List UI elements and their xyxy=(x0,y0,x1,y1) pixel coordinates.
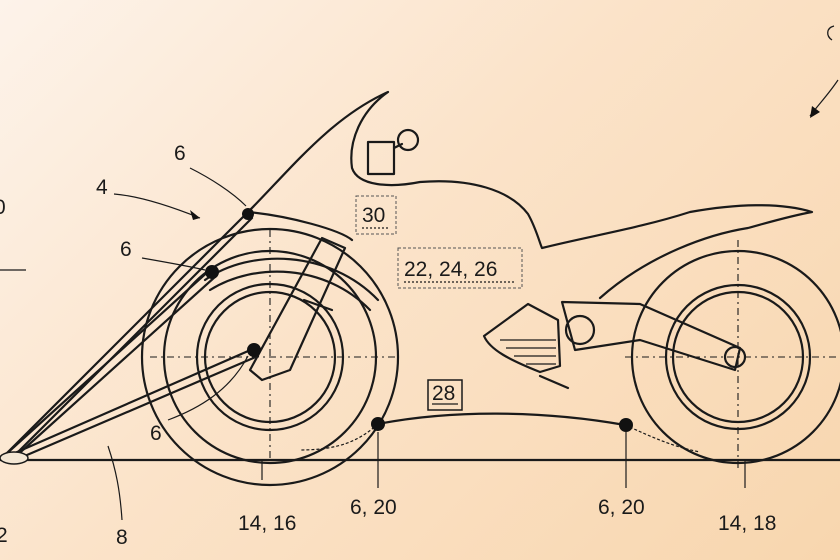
sensor-marker-ground-front xyxy=(371,417,385,431)
front-fender xyxy=(203,257,380,302)
label-frame: 4 xyxy=(96,176,108,199)
partial-arc-top-right xyxy=(827,25,835,41)
front-fork xyxy=(248,236,347,382)
label-left-partial-top: 0 xyxy=(0,196,6,219)
label-rear-wheel: 14, 18 xyxy=(718,512,776,535)
box-28-label: 28 xyxy=(432,382,455,405)
front-wheel xyxy=(140,227,400,487)
label-front-wheel: 14, 16 xyxy=(238,512,296,535)
fairing-outline xyxy=(246,90,814,300)
sensor-marker-upper xyxy=(242,208,254,220)
sensor-marker-ground-rear xyxy=(619,418,633,432)
leader-lines xyxy=(107,79,839,521)
sensor-marker-hub xyxy=(247,343,261,357)
label-sensor-mid: 6 xyxy=(120,238,132,261)
sensor-marker-mid xyxy=(205,265,219,279)
label-ground: 8 xyxy=(116,526,128,549)
box-22-frame xyxy=(397,247,523,289)
ground-cable xyxy=(376,412,627,427)
box-30-label: 30 xyxy=(362,204,385,227)
swingarm xyxy=(482,300,742,390)
label-left-partial-bottom: 2 xyxy=(0,524,8,547)
label-sensor-ground-rear: 6, 20 xyxy=(598,496,645,519)
rear-wheel xyxy=(625,240,840,470)
label-sensor-hub: 6 xyxy=(150,422,162,445)
label-sensor-upper: 6 xyxy=(174,142,186,165)
mirror xyxy=(366,128,420,176)
box-28-frame xyxy=(427,379,463,411)
box-22-label: 22, 24, 26 xyxy=(404,258,497,281)
box-30-frame xyxy=(355,195,397,235)
label-sensor-ground-front: 6, 20 xyxy=(350,496,397,519)
support-frame xyxy=(0,208,260,465)
